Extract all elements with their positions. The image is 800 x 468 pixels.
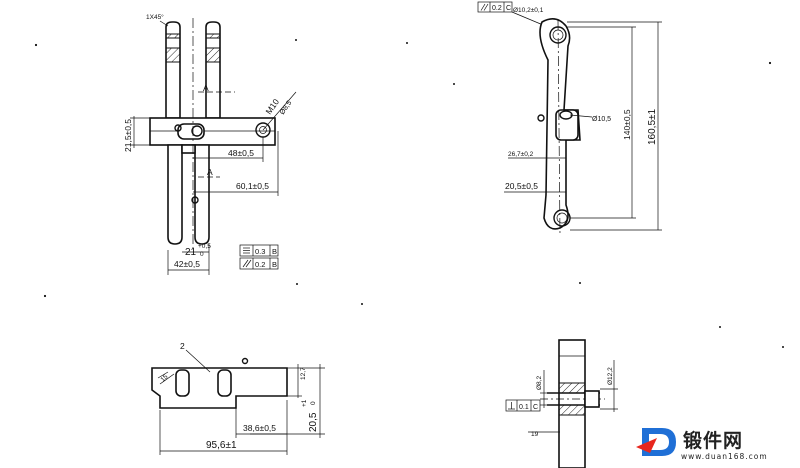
tol-frame-parallel-c: 0.2 C xyxy=(477,1,513,13)
dim-160: 160,5±1 xyxy=(647,108,658,145)
dim-21-tol-lower: 0 xyxy=(200,251,204,258)
section-mark-a-lower: A xyxy=(207,167,213,177)
view-bottom-right: Ø8,2 Ø12,2 0.1 C 19 xyxy=(505,339,618,468)
tol-perp-value: 0.1 xyxy=(519,404,529,411)
dim-12: 12,7 xyxy=(300,367,307,380)
view-top-left: A A 1X45° 21,5±0,5 M10 Ø8,5 48±0,5 60,1±… xyxy=(123,13,297,275)
dim-42: 42±0,5 xyxy=(174,259,200,269)
dim-21: 21 xyxy=(185,247,197,258)
tol-parallel-c-datum: C xyxy=(506,5,511,12)
dim-height: 21,5±0,5 xyxy=(123,119,133,152)
dim-48: 48±0,5 xyxy=(228,148,254,158)
scan-specks xyxy=(34,39,784,348)
tol-frame-parallel: 0.2 B xyxy=(239,257,279,270)
dim-20-bottom: 20,5 xyxy=(308,412,319,432)
dim-thread: M10 xyxy=(263,97,281,117)
section-mark-a: A xyxy=(203,83,209,93)
tol-perp-datum: C xyxy=(533,404,538,411)
dim-21-tol-upper: +0,5 xyxy=(198,243,211,250)
dim-d10: Ø10,5 xyxy=(592,116,611,123)
logo-mark-icon xyxy=(636,428,676,456)
watermark-url: www.duan168.com xyxy=(681,452,768,461)
dim-19: 19 xyxy=(531,431,539,438)
note-15: 15 xyxy=(159,373,169,383)
watermark-logo: 锻件网 www.duan168.com xyxy=(636,428,768,461)
dim-bore: Ø10,2±0,1 xyxy=(513,7,544,14)
dim-140: 140±0,5 xyxy=(622,109,632,140)
dim-dia-8: Ø8,2 xyxy=(536,376,543,390)
dim-95: 95,6±1 xyxy=(206,440,237,451)
watermark-name: 锻件网 xyxy=(683,429,743,452)
dim-20-right: 20,5±0,5 xyxy=(505,181,538,191)
tol-symmetry-value: 0.3 xyxy=(255,247,265,256)
view-top-right: 0.2 C Ø10,2±0,1 Ø10,5 26,7±0,2 20,5±0,5 … xyxy=(477,1,662,236)
tol-parallel-datum: B xyxy=(272,260,277,269)
dim-dia-12: Ø12,2 xyxy=(607,367,614,385)
dim-60: 60,1±0,5 xyxy=(236,181,269,191)
balloon-2: 2 xyxy=(180,341,185,351)
dim-38: 38,6±0,5 xyxy=(243,423,276,433)
tol-parallel-c-value: 0.2 xyxy=(492,5,502,12)
dim-26: 26,7±0,2 xyxy=(508,151,534,158)
dim-20-tol-upper: +1 xyxy=(301,399,308,407)
view-bottom-left: 2 15 12,7 20,5 +1 0 38,6±0,5 95,6±1 xyxy=(151,341,325,455)
tol-symmetry-datum: B xyxy=(272,247,277,256)
chamfer-note: 1X45° xyxy=(146,13,164,21)
dim-20-tol-lower: 0 xyxy=(310,401,317,405)
tol-parallel-value: 0.2 xyxy=(255,260,265,269)
dim-hole: Ø8,5 xyxy=(279,100,293,117)
tol-frame-symmetry: 0.3 B xyxy=(239,244,279,257)
tol-frame-perp: 0.1 C xyxy=(505,399,541,412)
